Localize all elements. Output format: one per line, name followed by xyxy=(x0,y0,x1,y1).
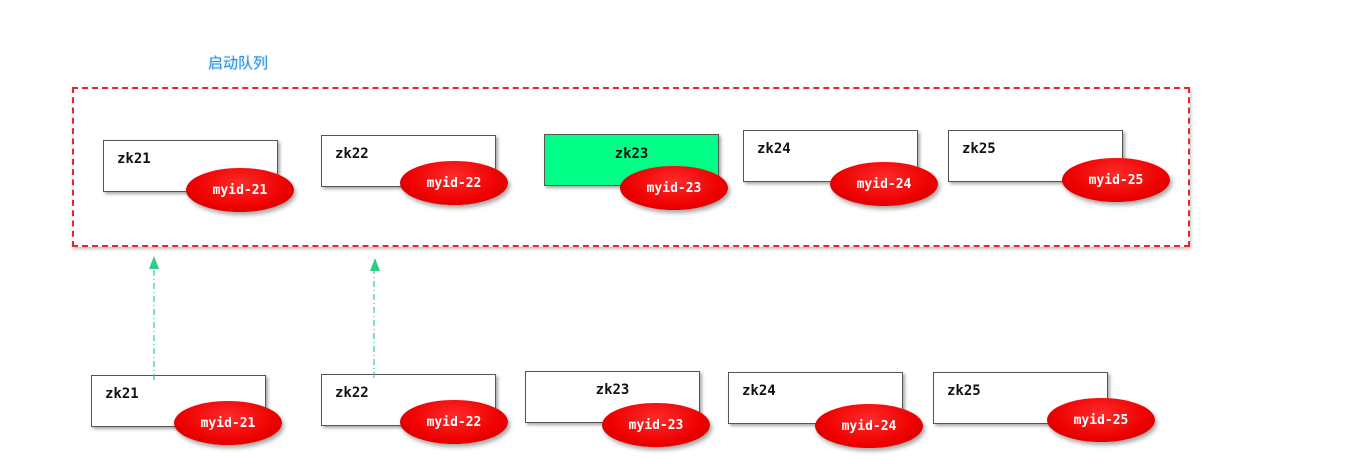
node-box: zk25 xyxy=(933,372,1108,424)
node-label: zk23 xyxy=(614,146,649,162)
node-label: zk25 xyxy=(962,141,996,157)
myid-badge: myid-21 xyxy=(186,168,294,212)
arrow-zk22-to-queue xyxy=(370,258,380,378)
myid-badge: myid-25 xyxy=(1062,158,1170,202)
myid-badge: myid-23 xyxy=(620,166,728,210)
myid-badge: myid-22 xyxy=(400,161,508,205)
node-label: zk24 xyxy=(757,141,791,157)
myid-badge: myid-23 xyxy=(602,403,710,447)
node-label: zk21 xyxy=(105,386,139,402)
node-label: zk22 xyxy=(335,146,369,162)
start-queue-container xyxy=(72,87,1190,247)
myid-badge: myid-21 xyxy=(174,401,282,445)
myid-badge: myid-22 xyxy=(400,400,508,444)
myid-badge: myid-25 xyxy=(1047,398,1155,442)
node-label: zk22 xyxy=(335,385,369,401)
node-box: zk25 xyxy=(948,130,1123,182)
node-label: zk23 xyxy=(595,382,630,398)
node-label: zk24 xyxy=(742,383,776,399)
queue-title: 启动队列 xyxy=(208,54,269,72)
node-label: zk21 xyxy=(117,151,151,167)
myid-badge: myid-24 xyxy=(815,404,923,448)
myid-badge: myid-24 xyxy=(830,162,938,206)
arrow-zk21-to-queue xyxy=(149,256,159,380)
node-label: zk25 xyxy=(947,383,981,399)
